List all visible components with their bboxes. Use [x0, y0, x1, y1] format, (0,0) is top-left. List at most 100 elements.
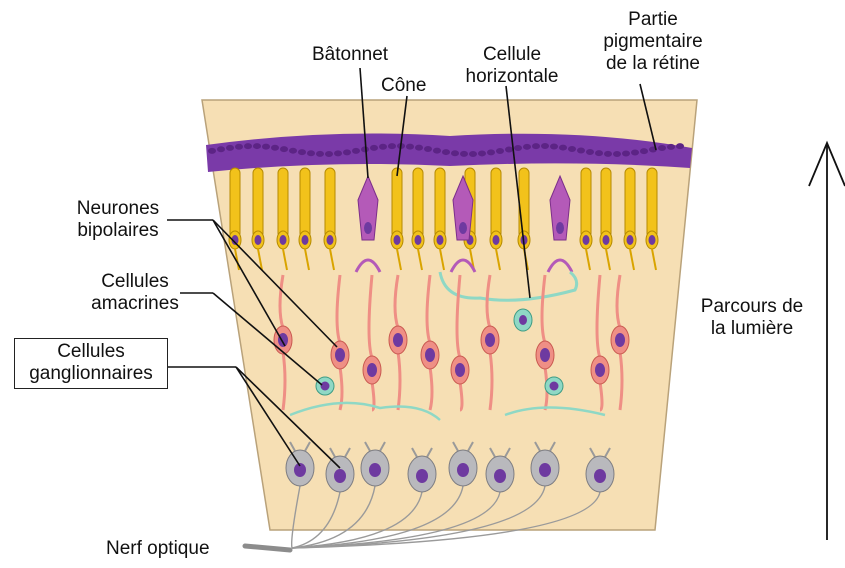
pigment-granule: [487, 149, 495, 155]
label-cellules-ganglionnaires-line1: Cellules: [21, 341, 161, 363]
ganglion-nucleus: [369, 463, 381, 477]
pigment-granule: [307, 150, 315, 156]
label-partie-pigmentaire-line2: pigmentaire: [590, 31, 716, 53]
pigment-granule: [658, 145, 666, 151]
bipolar-nucleus: [485, 333, 495, 347]
pigment-granule: [604, 151, 612, 157]
pigment-granule: [253, 143, 261, 149]
pigment-granule: [226, 145, 234, 151]
pigment-granule: [280, 146, 288, 152]
cone-nucleus: [627, 235, 634, 245]
pigment-granule: [523, 144, 531, 150]
cone-nucleus: [255, 235, 262, 245]
cone-cell: [491, 168, 501, 238]
pigment-granule: [541, 143, 549, 149]
amacrine-nucleus: [550, 382, 559, 391]
pigment-granule: [640, 148, 648, 154]
light-direction-arrow-icon: [809, 143, 845, 540]
cone-cell: [325, 168, 335, 238]
pigment-granule: [388, 143, 396, 149]
cone-nucleus: [394, 235, 401, 245]
pigment-granule: [622, 150, 630, 156]
pigment-granule: [667, 144, 675, 150]
label-cone: Cône: [381, 75, 426, 97]
label-batonnet: Bâtonnet: [312, 44, 388, 66]
cone-cell: [601, 168, 611, 238]
pigment-granule: [559, 145, 567, 151]
pigment-granule: [244, 143, 252, 149]
pigment-granule: [406, 144, 414, 150]
cone-cell: [519, 168, 529, 238]
cone-cell: [230, 168, 240, 238]
pigment-granule: [433, 148, 441, 154]
pigment-granule: [676, 143, 684, 149]
ganglion-nucleus: [539, 463, 551, 477]
cone-cell: [625, 168, 635, 238]
pigment-granule: [334, 150, 342, 156]
pigment-granule: [469, 151, 477, 157]
label-partie-pigmentaire-line3: de la rétine: [590, 53, 716, 75]
pigment-granule: [343, 149, 351, 155]
label-cellules-amacrines: Cellules amacrines: [86, 271, 184, 315]
cone-cell: [300, 168, 310, 238]
horizontal-cell-nucleus: [519, 315, 527, 325]
pigment-granule: [217, 146, 225, 152]
pigment-granule: [586, 149, 594, 155]
pigment-granule: [298, 149, 306, 155]
pigment-granule: [370, 145, 378, 151]
cone-cell: [413, 168, 423, 238]
cone-nucleus: [603, 235, 610, 245]
cone-nucleus: [280, 235, 287, 245]
pigment-granule: [595, 150, 603, 156]
label-neurones-bipolaires-line2: bipolaires: [66, 220, 170, 242]
cone-nucleus: [415, 235, 422, 245]
ganglion-nucleus: [334, 469, 346, 483]
cone-nucleus: [437, 235, 444, 245]
ganglion-nucleus: [594, 469, 606, 483]
bipolar-nucleus: [335, 348, 345, 362]
ganglion-nucleus: [457, 463, 469, 477]
pigment-granule: [262, 144, 270, 150]
bipolar-nucleus: [615, 333, 625, 347]
bipolar-nucleus: [425, 348, 435, 362]
bipolar-nucleus: [367, 363, 377, 377]
pigment-granule: [505, 146, 513, 152]
label-partie-pigmentaire: Partie pigmentaire de la rétine: [590, 9, 716, 75]
label-cellules-ganglionnaires: Cellules ganglionnaires: [14, 338, 168, 389]
optic-nerve-bundle: [245, 546, 290, 550]
pigment-granule: [208, 148, 216, 154]
label-cellules-amacrines-line1: Cellules: [86, 271, 184, 293]
cone-cell: [253, 168, 263, 238]
cone-cell: [435, 168, 445, 238]
cone-cell: [278, 168, 288, 238]
pigment-granule: [379, 144, 387, 150]
pigment-granule: [496, 148, 504, 154]
rod-nucleus: [556, 222, 564, 234]
bipolar-nucleus: [595, 363, 605, 377]
label-cellule-horizontale-line1: Cellule: [462, 44, 562, 66]
pigment-granule: [289, 148, 297, 154]
pigment-granule: [271, 145, 279, 151]
pigment-granule: [460, 151, 468, 157]
label-cellules-amacrines-line2: amacrines: [86, 293, 184, 315]
amacrine-nucleus: [321, 382, 330, 391]
label-parcours-lumiere-line2: la lumière: [690, 318, 814, 340]
pigment-granule: [316, 151, 324, 157]
pigment-granule: [235, 144, 243, 150]
bipolar-nucleus: [455, 363, 465, 377]
label-cellule-horizontale: Cellule horizontale: [462, 44, 562, 88]
bipolar-nucleus: [393, 333, 403, 347]
pigment-granule: [442, 149, 450, 155]
cone-nucleus: [493, 235, 500, 245]
label-neurones-bipolaires-line1: Neurones: [66, 198, 170, 220]
pigment-granule: [478, 150, 486, 156]
label-cellules-ganglionnaires-line2: ganglionnaires: [21, 363, 161, 385]
label-cellule-horizontale-line2: horizontale: [462, 66, 562, 88]
pigment-granule: [424, 146, 432, 152]
cone-cell: [392, 168, 402, 238]
rod-nucleus: [364, 222, 372, 234]
cone-nucleus: [583, 235, 590, 245]
pigment-granule: [352, 148, 360, 154]
rod-nucleus: [459, 222, 467, 234]
